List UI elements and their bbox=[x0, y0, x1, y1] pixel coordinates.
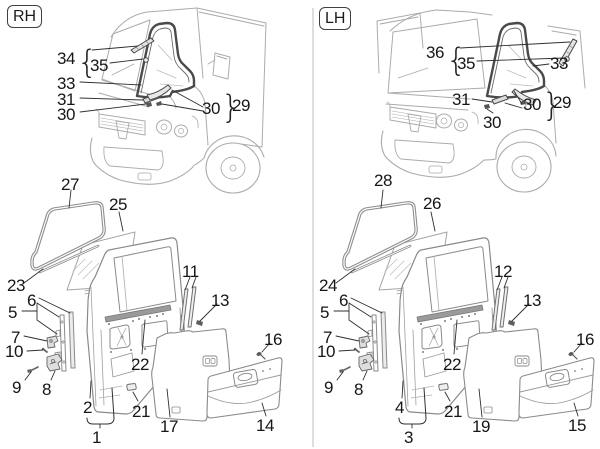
callout-lh-29: 29 bbox=[553, 93, 572, 112]
callout-lh-19: 19 bbox=[472, 417, 491, 436]
callout-lh-3: 3 bbox=[404, 428, 414, 447]
callout-lh-5: 5 bbox=[320, 303, 330, 322]
callout-lh-12: 12 bbox=[494, 262, 513, 281]
callout-lh-9: 9 bbox=[324, 378, 334, 397]
callout-rh-30-left: 30 bbox=[57, 105, 76, 124]
cowl-trim bbox=[491, 94, 509, 105]
callout-lh-28: 28 bbox=[374, 171, 393, 190]
callout-rh-29: 29 bbox=[232, 96, 251, 115]
callout-rh-21: 21 bbox=[132, 402, 151, 421]
callout-rh-30-right: 30 bbox=[202, 99, 221, 118]
panel-tag-rh: RH bbox=[7, 5, 43, 29]
callout-rh-25: 25 bbox=[109, 195, 128, 214]
leader-lines-top bbox=[459, 41, 571, 114]
callout-rh-6: 6 bbox=[27, 291, 37, 310]
callout-lh-4: 4 bbox=[395, 398, 405, 417]
cowl-clip bbox=[146, 102, 152, 107]
callout-rh-27: 27 bbox=[61, 175, 80, 194]
cowl-clip-2 bbox=[156, 101, 162, 106]
cowl-trim-end bbox=[511, 88, 537, 106]
callout-rh-1: 1 bbox=[92, 428, 102, 447]
callout-lh-21: 21 bbox=[444, 402, 463, 421]
callout-rh-11: 11 bbox=[182, 262, 199, 281]
door-opening-seal bbox=[135, 21, 196, 99]
door-assembly-rh bbox=[20, 188, 284, 430]
door-opening-seal bbox=[485, 21, 546, 99]
trim-nut bbox=[143, 57, 149, 63]
callout-lh-10: 10 bbox=[317, 342, 336, 361]
callout-rh-35: 35 bbox=[90, 56, 109, 75]
callout-rh-22: 22 bbox=[131, 355, 150, 374]
callout-lh-22: 22 bbox=[443, 355, 462, 374]
leader-lines-top bbox=[79, 45, 204, 113]
brace-rh-open: { bbox=[77, 43, 98, 81]
callout-rh-7: 7 bbox=[11, 328, 21, 347]
brace-rh-close: } bbox=[221, 88, 242, 126]
callout-lh-35: 35 bbox=[457, 54, 476, 73]
callout-rh-33: 33 bbox=[57, 74, 76, 93]
cowl-clip bbox=[484, 104, 490, 109]
callout-lh-30-bottom: 30 bbox=[483, 113, 502, 132]
callout-rh-14: 14 bbox=[256, 416, 275, 435]
callout-rh-16: 16 bbox=[264, 330, 283, 349]
panel-tag-lh: LH bbox=[319, 7, 352, 31]
callout-lh-6: 6 bbox=[339, 291, 349, 310]
cowl-trim-end bbox=[146, 84, 172, 101]
callout-lh-36: 36 bbox=[426, 43, 445, 62]
truck-illustration-lh bbox=[376, 9, 586, 193]
callout-lh-15: 15 bbox=[568, 416, 587, 435]
callout-lh-33: 33 bbox=[550, 54, 569, 73]
callout-lh-13: 13 bbox=[523, 291, 542, 310]
callout-rh-5: 5 bbox=[8, 303, 18, 322]
trim-nut bbox=[564, 56, 570, 62]
callout-rh-23: 23 bbox=[7, 276, 26, 295]
callout-rh-31: 31 bbox=[57, 90, 76, 109]
callout-lh-26: 26 bbox=[423, 194, 442, 213]
callout-lh-16: 16 bbox=[576, 330, 595, 349]
callout-rh-10: 10 bbox=[5, 342, 24, 361]
truck-illustration-rh bbox=[79, 7, 267, 194]
callout-rh-9: 9 bbox=[12, 378, 22, 397]
brace-lh-open: { bbox=[446, 41, 467, 79]
pillar-trim bbox=[130, 37, 155, 54]
callout-rh-2: 2 bbox=[83, 398, 93, 417]
callout-rh-8: 8 bbox=[42, 380, 52, 399]
callout-rh-34: 34 bbox=[57, 49, 76, 68]
callout-lh-8: 8 bbox=[354, 380, 364, 399]
brace-lh-close: } bbox=[542, 86, 563, 124]
callout-lh-7: 7 bbox=[323, 328, 333, 347]
callout-lh-30-right: 30 bbox=[523, 95, 542, 114]
callout-rh-17: 17 bbox=[160, 417, 179, 436]
callout-rh-13: 13 bbox=[211, 291, 230, 310]
callout-lh-31: 31 bbox=[452, 90, 471, 109]
door-assembly-lh bbox=[332, 188, 596, 430]
callout-lh-24: 24 bbox=[319, 276, 338, 295]
